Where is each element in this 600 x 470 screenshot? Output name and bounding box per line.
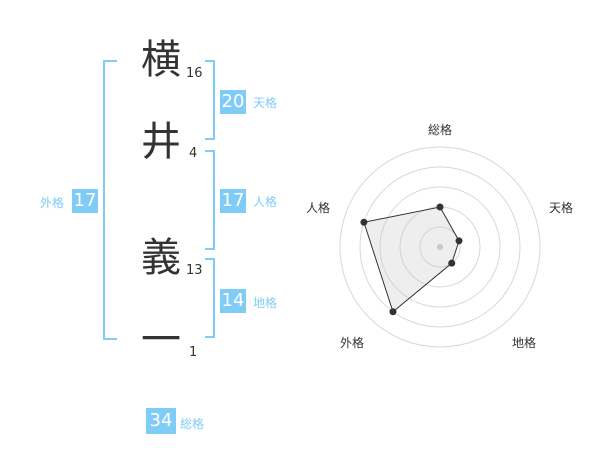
radar-axis-sou: 総格 xyxy=(427,123,452,137)
radar-axis-gai: 外格 xyxy=(339,336,364,350)
radar-grid-ring xyxy=(379,186,501,308)
stroke-count-3: 13 xyxy=(186,263,203,278)
ten-score: 20 xyxy=(220,90,246,114)
name-char-2: 井 xyxy=(141,119,181,165)
radar-series-area xyxy=(363,206,460,313)
ten-label: 天格 xyxy=(253,96,278,110)
radar-grid-ring xyxy=(419,226,461,268)
radar-axis-chi: 地格 xyxy=(511,336,536,350)
jin-bracket xyxy=(205,150,215,250)
gai-score: 17 xyxy=(72,189,98,213)
jin-label: 人格 xyxy=(253,195,278,209)
ten-bracket xyxy=(205,60,215,140)
stroke-count-2: 4 xyxy=(189,146,198,161)
sou-score: 34 xyxy=(146,408,176,434)
radar-grid-ring xyxy=(339,146,541,348)
radar-center xyxy=(437,244,443,250)
chi-bracket xyxy=(205,258,215,338)
name-char-1: 横 xyxy=(141,37,181,83)
name-char-4: 一 xyxy=(141,317,181,363)
radar-axis-ten: 天格 xyxy=(548,201,573,215)
radar-grid-ring xyxy=(359,166,521,328)
stroke-count-4: 1 xyxy=(189,345,198,360)
name-char-3: 義 xyxy=(141,235,181,281)
radar-point-2 xyxy=(455,237,463,245)
gai-label: 外格 xyxy=(40,196,65,210)
radar-point-3 xyxy=(448,259,456,267)
stroke-count-1: 16 xyxy=(186,66,203,81)
radar-axis-jin: 人格 xyxy=(305,201,330,215)
radar-point-1 xyxy=(436,203,444,211)
outer-bracket xyxy=(103,60,117,340)
chi-score: 14 xyxy=(220,289,246,313)
chi-label: 地格 xyxy=(253,296,278,310)
sou-label: 総格 xyxy=(180,417,205,431)
radar-point-5 xyxy=(360,218,368,226)
jin-score: 17 xyxy=(220,189,246,213)
radar-point-4 xyxy=(389,308,397,316)
